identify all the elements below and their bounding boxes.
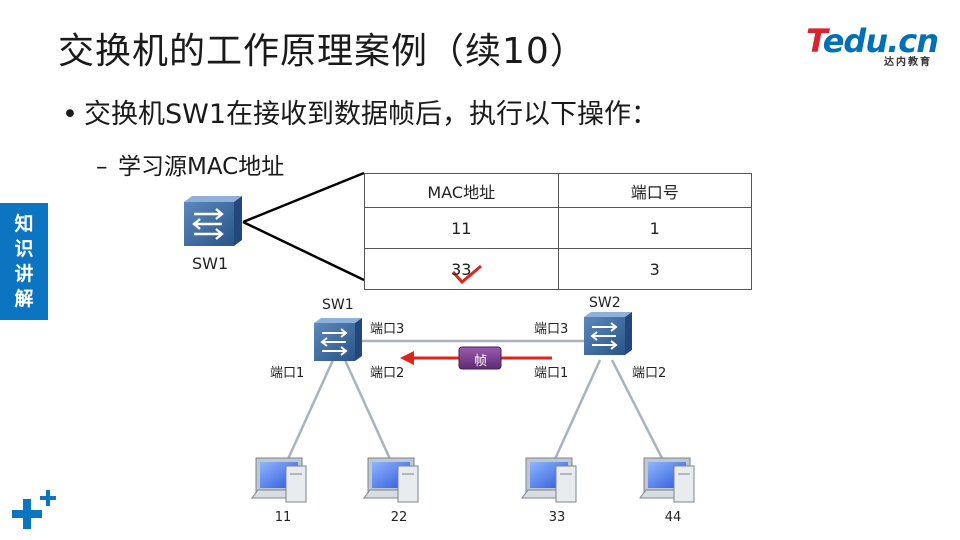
side-tab-char: 讲 — [14, 262, 34, 285]
callout-switch-label: SW1 — [192, 254, 229, 273]
page-title: 交换机的工作原理案例（续10） — [58, 31, 587, 72]
pc-icon — [639, 457, 695, 503]
column-header-port: 端口号 — [557, 173, 752, 208]
side-tab-char: 解 — [14, 287, 34, 310]
switch-icon — [184, 196, 242, 246]
main-bullet: •交换机SW1在接收到数据帧后，执行以下操作： — [62, 92, 658, 131]
logo-subtitle: 达内教育 — [884, 57, 932, 68]
pc-label-11: 11 — [274, 510, 292, 525]
bullet-dash: – — [96, 154, 108, 180]
mac-address-table: MAC地址 端口号 11 1 33 3 — [364, 173, 752, 290]
sw1-port1-label: 端口1 — [270, 366, 305, 381]
tedu-logo: Tedu.cn 达内教育 — [806, 22, 939, 68]
switch-icon — [584, 312, 632, 355]
logo-brand-text: edu.cn — [822, 22, 939, 60]
frame-box — [458, 346, 502, 370]
table-row: 11 1 — [364, 207, 752, 249]
network-links — [281, 339, 670, 471]
sw2-label: SW2 — [589, 295, 621, 311]
pc-label-44: 44 — [664, 510, 682, 525]
callout-lines — [242, 171, 365, 282]
link-sw2-pc44 — [610, 359, 670, 471]
sub-bullet: –学习源MAC地址 — [96, 147, 284, 181]
pc-icon — [363, 457, 419, 503]
link-sw1-pc22 — [343, 359, 397, 471]
side-tab-char: 知 — [14, 212, 34, 235]
sw2-port2-label: 端口2 — [632, 366, 667, 381]
frame-label: 帧 — [474, 354, 488, 369]
logo-letter-t: T — [806, 22, 824, 60]
column-header-mac: MAC地址 — [364, 173, 559, 208]
sw1-port3-label: 端口3 — [370, 322, 405, 337]
cell-mac: 33 — [364, 248, 559, 290]
table-row: 33 3 — [364, 248, 752, 290]
sw1-port2-label: 端口2 — [370, 366, 405, 381]
plus-icon — [12, 490, 56, 529]
sw2-port1-label: 端口1 — [534, 366, 569, 381]
pc-icon — [251, 457, 307, 503]
link-sw2-pc33 — [548, 359, 602, 471]
bullet-dot: • — [62, 99, 78, 130]
side-tab-knowledge: 知 识 讲 解 — [0, 203, 48, 320]
pc-label-33: 33 — [548, 510, 566, 525]
cell-port: 1 — [557, 207, 752, 249]
main-bullet-text: 交换机SW1在接收到数据帧后，执行以下操作： — [84, 99, 659, 130]
switch-icon — [314, 318, 362, 361]
link-sw1-pc11 — [281, 359, 335, 471]
sw2-port3-label: 端口3 — [534, 322, 569, 337]
cell-mac: 11 — [364, 207, 559, 249]
cell-port: 3 — [557, 248, 752, 290]
pc-label-22: 22 — [390, 510, 408, 525]
sw1-label: SW1 — [322, 297, 354, 313]
sub-bullet-text: 学习源MAC地址 — [118, 154, 285, 180]
table-header-row: MAC地址 端口号 — [364, 173, 752, 208]
side-tab-char: 识 — [14, 237, 34, 260]
pc-icon — [521, 457, 577, 503]
